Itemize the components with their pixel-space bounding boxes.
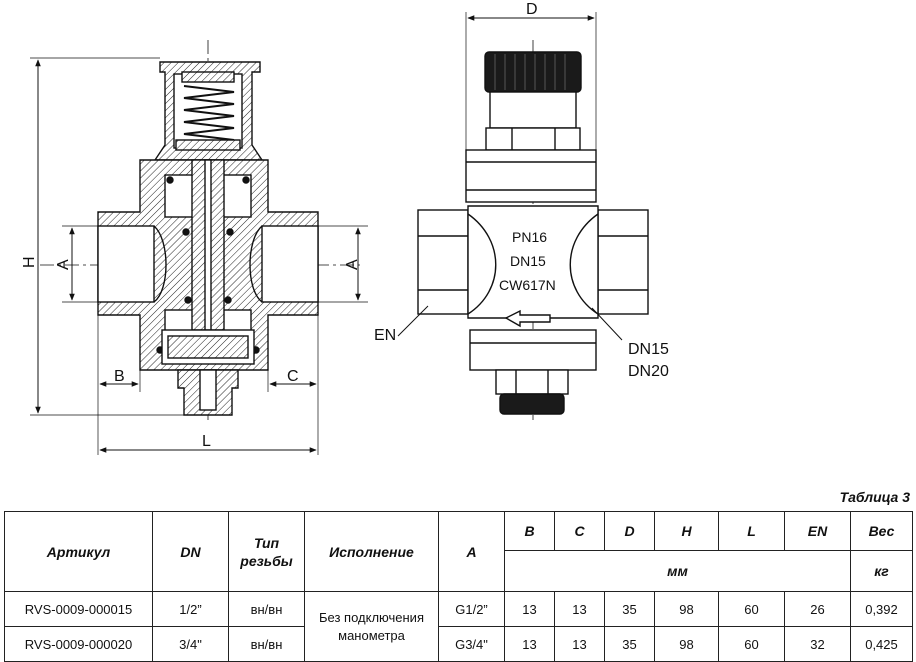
cell-c: 13 [554, 626, 605, 662]
section-view [40, 40, 360, 420]
cell-weight: 0,392 [850, 591, 913, 627]
header-weight: Вес [850, 511, 913, 551]
section-dimensions [30, 57, 368, 455]
cell-article: RVS-0009-000020 [4, 626, 153, 662]
dim-label-l: L [202, 433, 211, 450]
dim-label-a-left: A [55, 259, 72, 270]
header-version: Исполнение [304, 511, 439, 592]
header-dn: DN [152, 511, 229, 592]
dim-label-d: D [526, 1, 538, 18]
header-en: EN [784, 511, 851, 551]
marking-pressure: PN16 [512, 229, 547, 245]
dim-label-h: H [21, 256, 38, 268]
table-row: RVS-0009-000015 1/2” вн/вн Без подключен… [4, 591, 913, 662]
cell-h: 98 [654, 626, 719, 662]
spring [183, 85, 235, 141]
callout-dn-1: DN15 [628, 341, 669, 358]
marking-dn: DN15 [510, 253, 546, 269]
cell-h: 98 [654, 591, 719, 627]
header-l: L [718, 511, 785, 551]
cell-d: 35 [604, 591, 655, 627]
dim-label-a-right: A [344, 259, 361, 270]
header-h: H [654, 511, 719, 551]
cell-a: G1/2” [438, 591, 505, 627]
header-b: B [504, 511, 555, 551]
technical-drawing: H A A B C L [21, 1, 669, 455]
header-thread-type: Тип резьбы [228, 511, 305, 592]
header-article: Артикул [4, 511, 153, 592]
header-unit-kg: кг [850, 550, 913, 592]
cell-article: RVS-0009-000015 [4, 591, 153, 627]
marking-material: CW617N [499, 277, 556, 293]
cell-b: 13 [504, 591, 555, 627]
cell-thread: вн/вн [228, 626, 305, 662]
cell-b: 13 [504, 626, 555, 662]
cell-c: 13 [554, 591, 605, 627]
callout-en: EN [374, 327, 396, 344]
header-c: C [554, 511, 605, 551]
cell-dn: 3/4" [152, 626, 229, 662]
cell-l: 60 [718, 591, 785, 627]
header-a: A [438, 511, 505, 592]
external-dimensions [397, 12, 623, 341]
cell-thread: вн/вн [228, 591, 305, 627]
dim-label-b: B [114, 368, 125, 385]
cell-dn: 1/2” [152, 591, 229, 627]
external-view [417, 40, 649, 420]
cell-weight: 0,425 [850, 626, 913, 662]
spec-table: Артикул DN Тип резьбы Исполнение A B C D… [4, 511, 913, 662]
table-row: RVS-0009-000020 3/4" вн/вн G3/4" 13 13 3… [4, 626, 913, 662]
header-d: D [604, 511, 655, 551]
cell-a: G3/4" [438, 626, 505, 662]
cell-version: Без подключения манометра [304, 591, 439, 662]
dim-label-c: C [287, 368, 299, 385]
callout-dn-2: DN20 [628, 363, 669, 380]
cell-en: 32 [784, 626, 851, 662]
table-caption: Таблица 3 [839, 489, 910, 505]
cell-l: 60 [718, 626, 785, 662]
cell-d: 35 [604, 626, 655, 662]
cell-en: 26 [784, 591, 851, 627]
header-unit-mm: мм [504, 550, 851, 592]
